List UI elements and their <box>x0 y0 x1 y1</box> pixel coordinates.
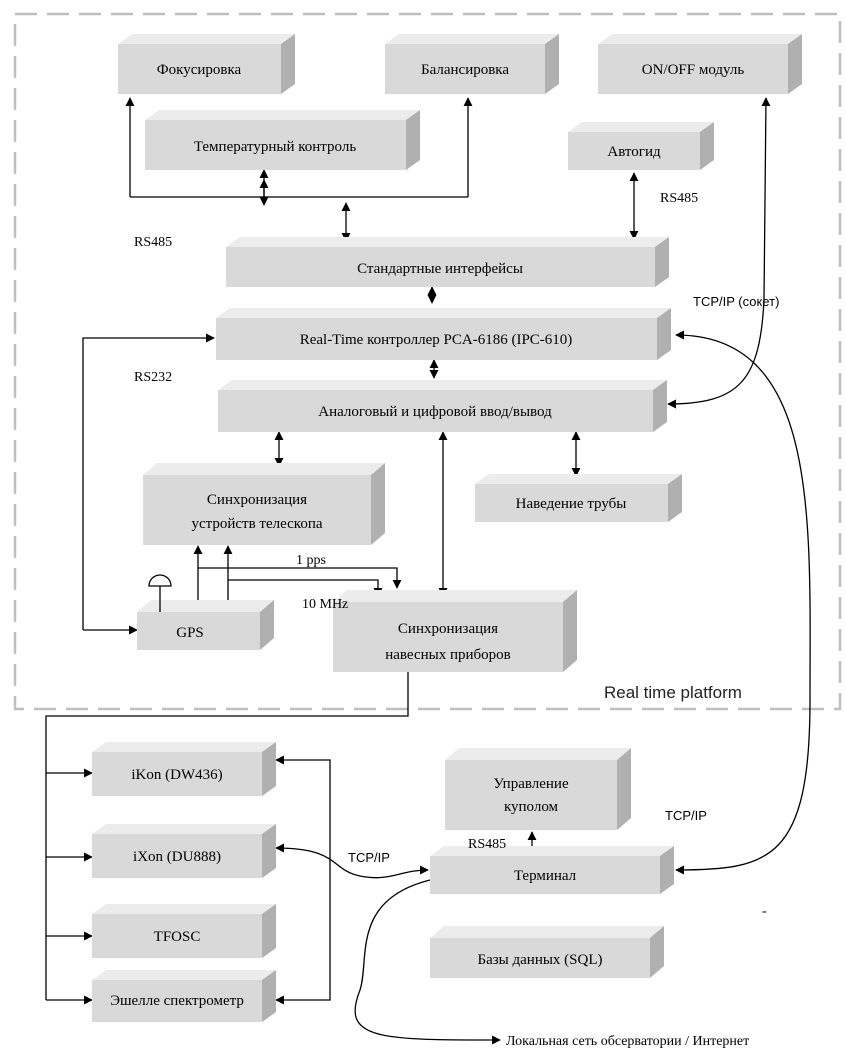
balance-label: Балансировка <box>421 62 509 78</box>
box-gps: GPS <box>137 600 274 650</box>
box-ikon: iKon (DW436) <box>92 742 276 796</box>
lan-label: Локальная сеть обсерватории / Интернет <box>506 1034 749 1049</box>
sync-inst-label-2: навесных приборов <box>385 647 511 663</box>
connections <box>45 97 811 1045</box>
rs485-dome-label: RS485 <box>468 837 506 852</box>
temp-label: Температурный контроль <box>194 139 357 155</box>
gps-antenna-icon <box>148 574 172 612</box>
sync-tel-label-2: устройств телескопа <box>191 516 322 532</box>
dash-mark: - <box>762 904 767 919</box>
box-ixon: iXon (DU888) <box>92 824 276 878</box>
box-onoff-module: ON/OFF модуль <box>598 34 802 94</box>
box-standard-interfaces: Стандартные интерфейсы <box>226 237 669 287</box>
box-tube-pointing: Наведение трубы <box>475 474 682 522</box>
rs232-label: RS232 <box>134 370 172 385</box>
platform-frame <box>13 12 842 711</box>
autoguide-label: Автогид <box>607 144 661 160</box>
rt-label: Real-Time контроллер PCA-6186 (IPC-610) <box>300 332 573 348</box>
gps-label: GPS <box>176 625 204 641</box>
ixon-label: iXon (DU888) <box>133 849 221 865</box>
rs485-autoguide-label: RS485 <box>660 191 698 206</box>
pps-label: 1 pps <box>296 553 326 568</box>
box-focus: Фокусировка <box>118 34 295 94</box>
box-autoguide: Автогид <box>568 122 714 170</box>
sync-tel-label-1: Синхронизация <box>207 492 307 508</box>
focus-label: Фокусировка <box>157 62 242 78</box>
tcpip-socket-label: TCP/IP (сокет) <box>693 294 779 309</box>
tfosc-label: TFOSC <box>154 929 201 945</box>
box-analog-digital-io: Аналоговый и цифровой ввод/вывод <box>218 380 667 432</box>
box-echelle-spectrometer: Эшелле спектрометр <box>92 970 276 1022</box>
box-sync-instruments: Синхронизация навесных приборов <box>333 590 577 672</box>
echelle-label: Эшелле спектрометр <box>110 993 244 1009</box>
box-realtime-controller: Real-Time контроллер PCA-6186 (IPC-610) <box>216 308 671 360</box>
tcpip-mid-label: TCP/IP <box>348 850 390 865</box>
box-databases: Базы данных (SQL) <box>430 926 664 978</box>
aio-label: Аналоговый и цифровой ввод/вывод <box>318 404 552 420</box>
dome-label-2: куполом <box>504 799 559 815</box>
sync-inst-label-1: Синхронизация <box>398 621 498 637</box>
box-balance: Балансировка <box>385 34 559 94</box>
box-tfosc: TFOSC <box>92 904 276 958</box>
mhz-label: 10 MHz <box>302 597 348 612</box>
box-sync-telescope: Синхронизация устройств телескопа <box>143 463 385 545</box>
ikon-label: iKon (DW436) <box>131 767 222 783</box>
terminal-label: Терминал <box>514 868 577 884</box>
std-label: Стандартные интерфейсы <box>357 261 523 277</box>
platform-label: Real time platform <box>604 683 742 702</box>
box-temperature-control: Температурный контроль <box>145 110 420 170</box>
tube-label: Наведение трубы <box>516 496 627 512</box>
databases-label: Базы данных (SQL) <box>477 952 602 968</box>
rs485-left-label: RS485 <box>134 235 172 250</box>
box-terminal: Терминал <box>430 846 674 894</box>
box-dome-control: Управление куполом <box>445 748 631 830</box>
onoff-label: ON/OFF модуль <box>642 62 745 78</box>
tcpip-right-label: TCP/IP <box>665 808 707 823</box>
dome-label-1: Управление <box>493 776 569 792</box>
